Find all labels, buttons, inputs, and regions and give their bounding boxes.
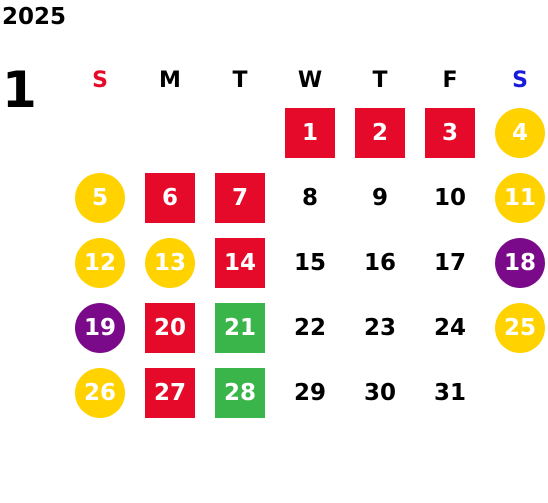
calendar-cell: 19	[65, 295, 135, 360]
calendar-cell: 11	[485, 165, 548, 230]
calendar-day-15[interactable]: 15	[293, 249, 326, 276]
calendar-day-30[interactable]: 30	[363, 379, 396, 406]
calendar-day-17[interactable]: 17	[433, 249, 466, 276]
calendar-cell: 24	[415, 295, 485, 360]
calendar-cell: 22	[275, 295, 345, 360]
calendar-day-26[interactable]: 26	[75, 367, 125, 418]
calendar-cell: 16	[345, 230, 415, 295]
calendar-day-25[interactable]: 25	[495, 302, 545, 353]
calendar-day-22[interactable]: 22	[293, 314, 326, 341]
calendar-cell: 4	[485, 100, 548, 165]
calendar-day-24[interactable]: 24	[433, 314, 466, 341]
calendar-cell: 14	[205, 230, 275, 295]
calendar-day-empty	[75, 108, 125, 158]
calendar-cell: 28	[205, 360, 275, 425]
calendar-day-8[interactable]: 8	[301, 184, 318, 211]
calendar-cell: 6	[135, 165, 205, 230]
calendar-cell: 30	[345, 360, 415, 425]
calendar-cell: 10	[415, 165, 485, 230]
calendar-cell: 7	[205, 165, 275, 230]
calendar-day-3[interactable]: 3	[425, 107, 475, 158]
calendar-day-14[interactable]: 14	[215, 237, 265, 288]
calendar-day-20[interactable]: 20	[145, 302, 195, 353]
calendar-day-7[interactable]: 7	[215, 172, 265, 223]
calendar-cell: 26	[65, 360, 135, 425]
calendar-day-empty	[215, 108, 265, 158]
calendar-day-27[interactable]: 27	[145, 367, 195, 418]
calendar-day-11[interactable]: 11	[495, 172, 545, 223]
calendar-cell: 29	[275, 360, 345, 425]
calendar-day-9[interactable]: 9	[371, 184, 388, 211]
weekday-header: S	[512, 67, 528, 93]
calendar-cell	[205, 100, 275, 165]
calendar-cell: 31	[415, 360, 485, 425]
calendar-cell: 23	[345, 295, 415, 360]
calendar-cell	[65, 100, 135, 165]
weekday-header: M	[159, 67, 181, 93]
calendar-day-18[interactable]: 18	[495, 237, 545, 288]
calendar-cell: 3	[415, 100, 485, 165]
calendar-day-28[interactable]: 28	[215, 367, 265, 418]
calendar-day-10[interactable]: 10	[433, 184, 466, 211]
calendar-day-empty	[495, 368, 545, 418]
calendar-cell	[485, 360, 548, 425]
calendar-day-16[interactable]: 16	[363, 249, 396, 276]
calendar-cell: 1	[275, 100, 345, 165]
calendar-cell: 18	[485, 230, 548, 295]
calendar-day-23[interactable]: 23	[363, 314, 396, 341]
calendar-day-31[interactable]: 31	[433, 379, 466, 406]
weekday-header: F	[442, 67, 458, 93]
calendar-day-21[interactable]: 21	[215, 302, 265, 353]
calendar-cell: 2	[345, 100, 415, 165]
calendar-cell: 21	[205, 295, 275, 360]
calendar-year: 2025	[2, 4, 67, 30]
calendar-cell: 27	[135, 360, 205, 425]
calendar-cell: 15	[275, 230, 345, 295]
calendar-cell: 20	[135, 295, 205, 360]
weekday-header: W	[297, 67, 323, 93]
calendar-month: 1	[2, 61, 37, 119]
calendar-cell: 13	[135, 230, 205, 295]
calendar-day-19[interactable]: 19	[75, 302, 125, 353]
calendar-cell: 25	[485, 295, 548, 360]
calendar-cell: 9	[345, 165, 415, 230]
weekday-header: T	[232, 67, 248, 93]
calendar-day-empty	[145, 108, 195, 158]
calendar-cell: 8	[275, 165, 345, 230]
calendar-day-12[interactable]: 12	[75, 237, 125, 288]
calendar-day-13[interactable]: 13	[145, 237, 195, 288]
calendar-day-1[interactable]: 1	[285, 107, 335, 158]
calendar-cell: 5	[65, 165, 135, 230]
calendar-day-2[interactable]: 2	[355, 107, 405, 158]
weekday-header: T	[372, 67, 388, 93]
calendar-day-4[interactable]: 4	[495, 107, 545, 158]
calendar-cell: 17	[415, 230, 485, 295]
calendar-cell	[135, 100, 205, 165]
calendar-day-29[interactable]: 29	[293, 379, 326, 406]
weekday-header: S	[92, 67, 108, 93]
calendar-day-6[interactable]: 6	[145, 172, 195, 223]
calendar-day-5[interactable]: 5	[75, 172, 125, 223]
calendar-cell: 12	[65, 230, 135, 295]
